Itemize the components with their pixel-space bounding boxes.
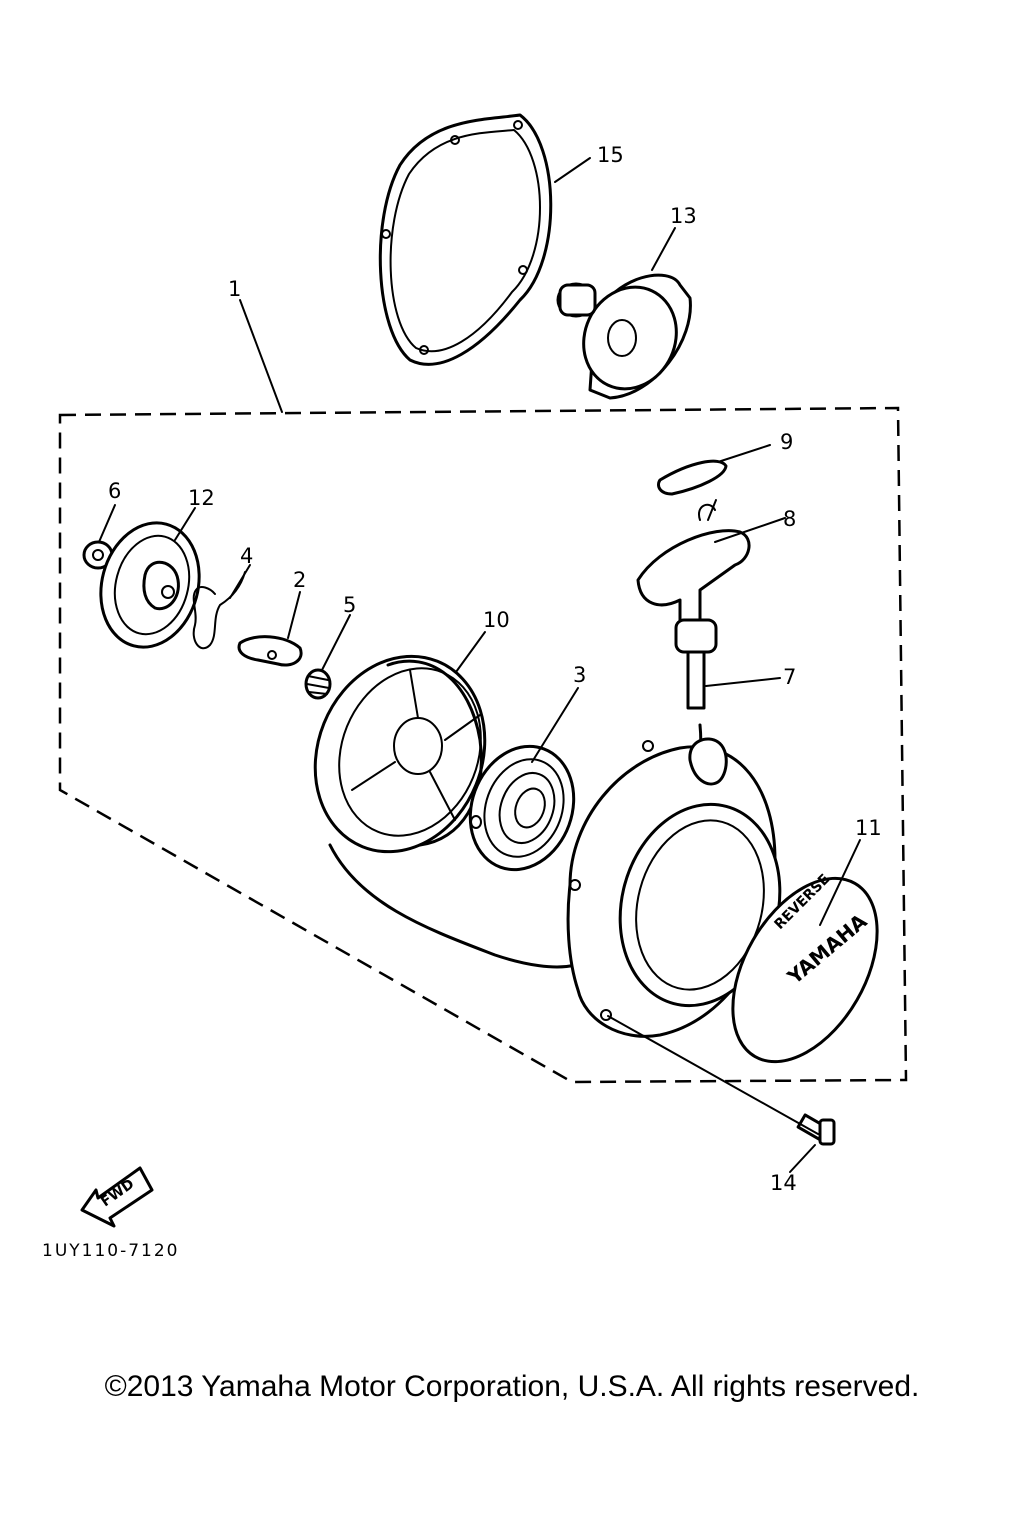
callout-6: 6 bbox=[108, 479, 121, 503]
starter-rope bbox=[328, 843, 577, 969]
callout-4: 4 bbox=[240, 544, 253, 568]
callout-15: 15 bbox=[597, 143, 624, 167]
part-9-cap bbox=[657, 459, 728, 496]
callout-5: 5 bbox=[343, 593, 356, 617]
part-5-spring bbox=[304, 668, 332, 700]
callout-11: 11 bbox=[855, 816, 882, 840]
part-4-spring-clip bbox=[192, 571, 246, 650]
starter-case bbox=[566, 737, 782, 1038]
callout-10: 10 bbox=[483, 608, 510, 632]
part-3-recoil-spring bbox=[468, 744, 576, 872]
fwd-arrow-icon: FWD bbox=[80, 1166, 154, 1228]
callout-9: 9 bbox=[780, 430, 793, 454]
part-15-gasket bbox=[378, 113, 553, 366]
callout-3: 3 bbox=[573, 663, 586, 687]
callout-13: 13 bbox=[670, 204, 697, 228]
callout-12: 12 bbox=[188, 486, 215, 510]
part-12-plate bbox=[99, 521, 201, 649]
callout-2: 2 bbox=[293, 568, 306, 592]
callout-14: 14 bbox=[770, 1171, 797, 1195]
part-13-pulley bbox=[556, 273, 692, 400]
copyright-footer: ©2013 Yamaha Motor Corporation, U.S.A. A… bbox=[104, 1370, 920, 1403]
part-7-rope bbox=[686, 648, 706, 710]
part-8-handle bbox=[636, 499, 751, 654]
drawing-code: 1UY110-7120 bbox=[42, 1241, 180, 1261]
part-14-bolt bbox=[796, 1113, 836, 1146]
callout-7: 7 bbox=[783, 665, 796, 689]
leader-lines bbox=[98, 157, 861, 1173]
callout-8: 8 bbox=[783, 507, 796, 531]
callout-1: 1 bbox=[228, 277, 241, 301]
assembly-boundary bbox=[58, 406, 908, 1084]
